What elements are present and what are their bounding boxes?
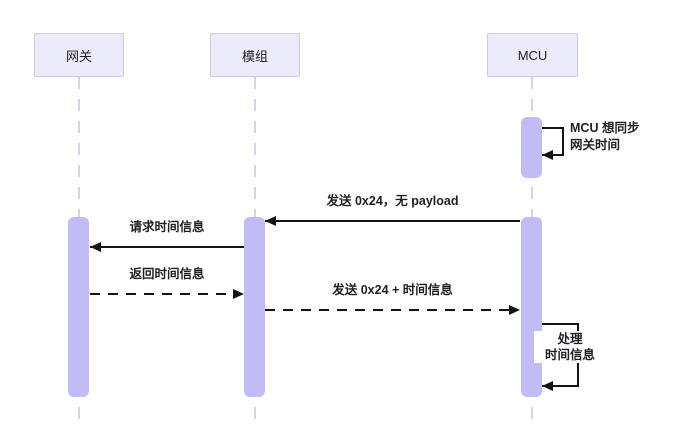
arrowhead-icon [542,150,553,160]
actor-label-module: 模组 [241,48,268,64]
arrowhead-icon [542,381,553,391]
self-loop-path [542,127,564,156]
message-line [90,246,244,248]
message-line [90,293,233,295]
actor-label-mcu: MCU [517,47,548,63]
activation-bar-gateway [68,217,89,397]
actor-box-mcu: MCU [487,33,578,77]
actor-box-module: 模组 [210,33,300,77]
arrowhead-icon [509,305,520,315]
arrowhead-icon [265,216,276,226]
actor-label-gateway: 网关 [65,48,92,64]
arrowhead-icon [233,289,244,299]
message-label: 处理 时间信息 [534,331,606,363]
message-line [265,220,520,222]
activation-bar-mcu [521,217,542,397]
message-label: 请求时间信息 [129,220,205,234]
arrowhead-icon [90,242,101,252]
message-label: 发送 0x24 + 时间信息 [332,283,453,297]
actor-box-gateway: 网关 [34,33,124,77]
activation-bar-module [244,217,265,397]
message-label: 返回时间信息 [129,267,205,281]
activation-bar-mcu-self [521,117,542,178]
message-line [265,309,509,311]
message-label: MCU 想同步 网关时间 [570,121,640,152]
message-label: 发送 0x24，无 payload [326,194,459,208]
